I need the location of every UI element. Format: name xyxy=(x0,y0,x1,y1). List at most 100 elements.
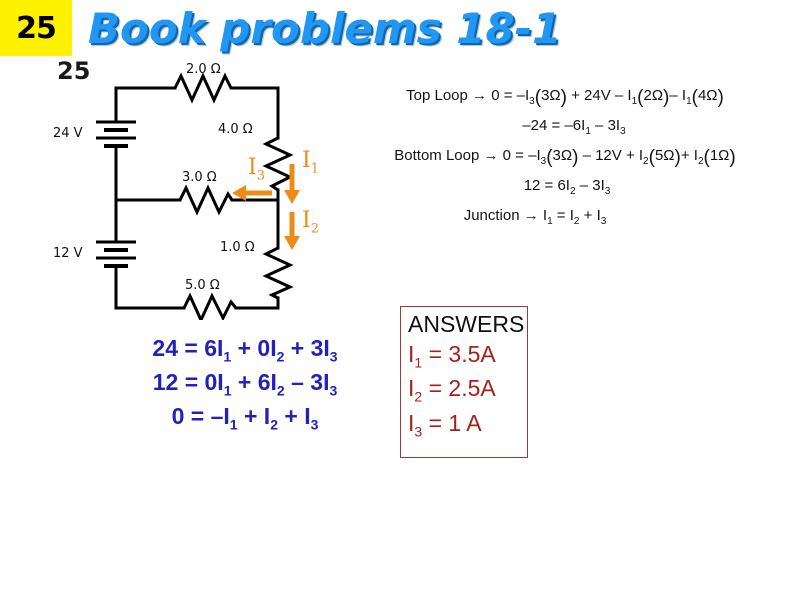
top-loop-paren-close-1: ) xyxy=(560,87,567,108)
system-equations-block: 24 = 6I1 + 0I2 + 3I3 12 = 0I1 + 6I2 – 3I… xyxy=(100,333,390,435)
bottom-loop-paren-close-3: ) xyxy=(729,147,736,168)
current-i2-subscript: 2 xyxy=(310,221,319,237)
system-eq-2-part-a: 12 = 0I xyxy=(152,368,224,395)
resistor-2ohm-label: 2.0 Ω xyxy=(186,62,221,77)
loop-equations-block: Top Loop → 0 = –I3(3Ω) + 24V – I1(2Ω)– I… xyxy=(330,88,800,238)
bottom-loop-paren-close-1: ) xyxy=(572,147,579,168)
top-loop-reduced-part-1: –24 = –6I xyxy=(522,117,586,134)
top-loop-part-5: – I xyxy=(669,87,687,104)
bottom-loop-paren-open-1: ( xyxy=(546,147,553,168)
system-eq-1-part-c: + 3I xyxy=(284,335,330,361)
top-loop-part-3: + 24V – I xyxy=(571,87,632,104)
bottom-loop-paren-open-2: ( xyxy=(648,147,655,168)
top-loop-sub-3: 1 xyxy=(686,96,692,107)
junction-prefix: Junction xyxy=(463,207,520,224)
system-eq-3-part-c: + I xyxy=(277,402,311,429)
battery-12v-label: 12 V xyxy=(53,246,83,261)
top-loop-paren-close-2: ) xyxy=(663,87,670,108)
system-eq-2-part-b: + 6I xyxy=(231,368,277,395)
bottom-loop-reduced-part-1: 12 = 6I xyxy=(523,177,570,194)
system-eq-1-part-b: + 0I xyxy=(231,335,277,361)
equation-junction: Junction → I1 = I2 + I3 xyxy=(330,208,800,227)
top-loop-paren-close-3: ) xyxy=(717,87,724,108)
bottom-loop-part-3: – 12V + I xyxy=(582,147,644,164)
system-eq-2-sub-2: 2 xyxy=(276,382,285,399)
bottom-loop-part-5: + I xyxy=(680,147,698,164)
answer-i3-symbol: I xyxy=(408,409,415,436)
equation-bottom-loop: Bottom Loop → 0 = –I3(3Ω) – 12V + I2(5Ω)… xyxy=(330,148,800,167)
answers-title: ANSWERS xyxy=(408,311,525,337)
top-loop-paren-open-3: ( xyxy=(691,87,698,108)
bottom-loop-sub-3: 2 xyxy=(697,156,704,167)
resistor-3ohm-label: 3.0 Ω xyxy=(182,170,217,185)
junction-arrow-icon: → xyxy=(523,207,539,224)
circuit-diagram: 2.0 Ω 4.0 Ω 3.0 Ω 1.0 Ω 5.0 Ω 24 V 12 V … xyxy=(40,60,370,324)
system-eq-1-part-a: 24 = 6I xyxy=(152,335,224,361)
answers-box: ANSWERS I1 = 3.5A I2 = 2.5A I3 = 1 A xyxy=(400,306,528,458)
resistor-1ohm-symbol xyxy=(262,246,294,300)
current-i1-symbol: I xyxy=(302,148,311,173)
top-loop-part-2: 3Ω xyxy=(541,87,561,104)
answer-i1-subscript: 1 xyxy=(414,354,423,371)
junction-part-1: I xyxy=(542,207,548,224)
answer-i1-value: = 3.5A xyxy=(422,341,496,368)
resistor-1ohm-label: 1.0 Ω xyxy=(220,240,255,255)
bottom-loop-part-6: 1Ω xyxy=(709,147,730,164)
system-eq-3-part-b: + I xyxy=(237,402,271,429)
resistor-4ohm-symbol xyxy=(262,136,294,192)
junction-sub-3: 3 xyxy=(600,216,607,227)
top-loop-part-6: 4Ω xyxy=(697,87,718,104)
bottom-loop-paren-open-3: ( xyxy=(703,147,710,168)
top-loop-part-4: 2Ω xyxy=(643,87,664,104)
bottom-loop-reduced-sub-2: 3 xyxy=(604,186,611,197)
system-eq-1-sub-2: 2 xyxy=(276,348,285,365)
current-i3-symbol: I xyxy=(248,155,257,180)
bottom-loop-part-2: 3Ω xyxy=(552,147,573,164)
answer-i3-value: = 1 A xyxy=(422,409,482,436)
current-i2-symbol: I xyxy=(302,208,311,233)
junction-part-3: + I xyxy=(579,207,601,224)
current-i1-label: I1 xyxy=(302,148,319,176)
top-loop-paren-open-1: ( xyxy=(534,87,542,108)
battery-24v-symbol xyxy=(96,120,136,148)
page-title: Book problems 18-1 xyxy=(88,4,562,53)
current-i2-arrow xyxy=(284,212,300,250)
system-eq-2: 12 = 0I1 + 6I2 – 3I3 xyxy=(100,367,390,401)
equation-top-loop: Top Loop → 0 = –I3(3Ω) + 24V – I1(2Ω)– I… xyxy=(330,88,800,107)
bottom-loop-reduced-part-2: – 3I xyxy=(575,177,605,194)
system-eq-2-sub-3: 3 xyxy=(329,382,338,399)
bottom-loop-part-4: 5Ω xyxy=(654,147,675,164)
top-loop-arrow-icon: → xyxy=(472,87,488,104)
system-eq-3-sub-3: 3 xyxy=(310,416,319,433)
current-i3-label: I3 xyxy=(248,155,265,183)
resistor-4ohm-label: 4.0 Ω xyxy=(218,122,253,137)
answer-i2-value: = 2.5A xyxy=(422,375,496,402)
top-loop-paren-open-2: ( xyxy=(637,87,644,108)
current-i1-subscript: 1 xyxy=(310,161,319,177)
resistor-5ohm-label: 5.0 Ω xyxy=(185,278,220,293)
system-eq-1-sub-1: 1 xyxy=(223,348,232,365)
junction-sub-2: 2 xyxy=(573,216,580,227)
equation-bottom-loop-reduced: 12 = 6I2 – 3I3 xyxy=(330,178,800,197)
bottom-loop-arrow-icon: → xyxy=(483,147,499,164)
junction-part-2: = I xyxy=(552,207,574,224)
system-eq-1: 24 = 6I1 + 0I2 + 3I3 xyxy=(100,333,390,367)
system-eq-3: 0 = –I1 + I2 + I3 xyxy=(100,401,390,435)
bottom-loop-part-1: 0 = –I xyxy=(502,147,541,164)
answer-i2: I2 = 2.5A xyxy=(408,376,527,404)
current-i3-arrow xyxy=(232,185,272,201)
answer-i2-symbol: I xyxy=(408,375,415,402)
answer-i2-subscript: 2 xyxy=(414,389,423,406)
problem-number: 25 xyxy=(57,57,91,85)
battery-24v-label: 24 V xyxy=(53,126,83,141)
bottom-loop-prefix: Bottom Loop xyxy=(394,147,480,164)
answer-i3-subscript: 3 xyxy=(414,423,423,440)
resistor-3ohm-symbol xyxy=(178,184,234,216)
answer-i3: I3 = 1 A xyxy=(408,411,527,439)
answer-i1: I1 = 3.5A xyxy=(408,342,527,370)
system-eq-3-sub-1: 1 xyxy=(229,416,238,433)
current-i2-label: I2 xyxy=(302,208,319,236)
top-loop-reduced-part-2: – 3I xyxy=(590,117,621,134)
top-loop-part-1: 0 = –I xyxy=(491,87,530,104)
